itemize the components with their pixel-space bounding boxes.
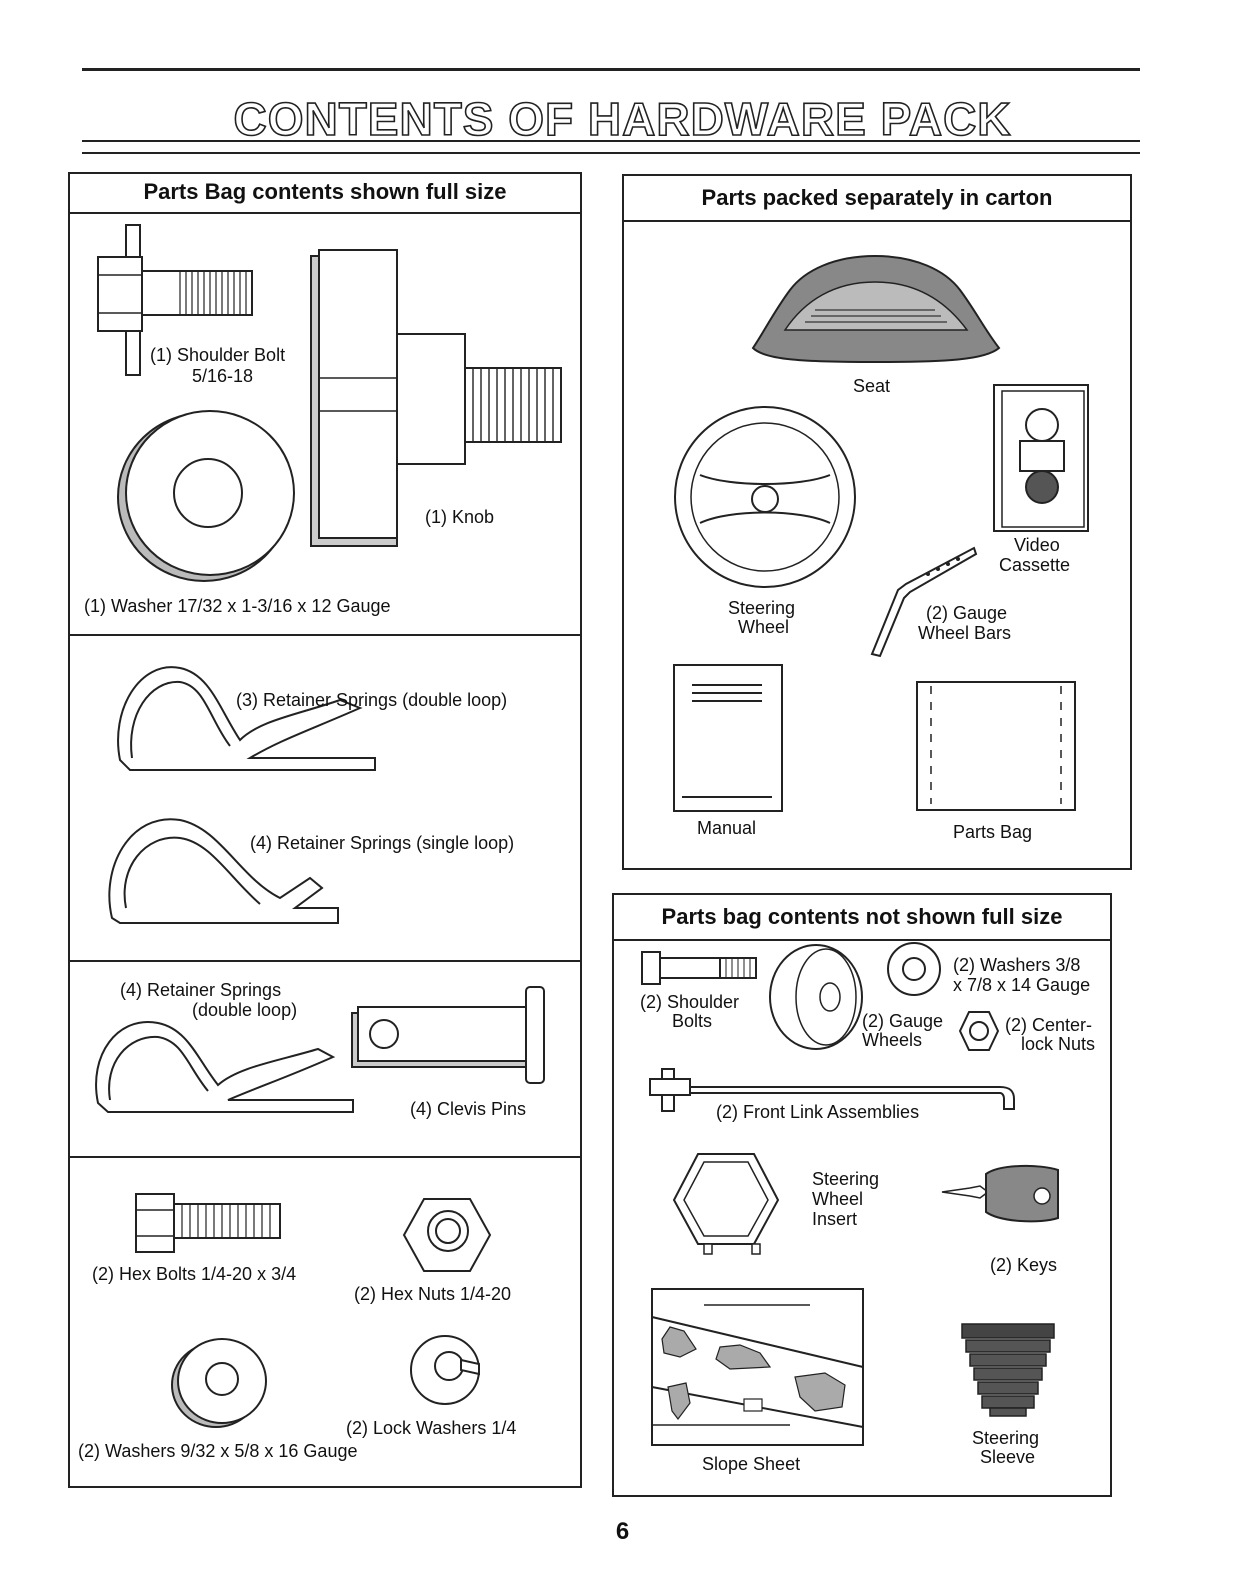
title-bottom-rule-2 <box>82 152 1140 154</box>
section-divider <box>70 1156 580 1158</box>
steering-wheel-drawing <box>674 406 856 588</box>
shoulder-bolts-label: (2) Shoulder <box>640 992 740 1012</box>
centerlock-nut-drawing <box>958 1011 1000 1051</box>
sleeve-sublabel: Sleeve <box>980 1447 1036 1467</box>
slope-sheet-drawing <box>651 1288 864 1446</box>
shoulder-bolts-sublabel: Bolts <box>672 1011 713 1031</box>
hex-bolts-label: (2) Hex Bolts 1/4-20 x 3/4 <box>92 1264 297 1284</box>
seat-drawing <box>751 254 1001 364</box>
page-title: CONTENTS OF HARDWARE PACK <box>233 92 1012 146</box>
panel-header: Parts packed separately in carton <box>624 176 1130 222</box>
retainer-springs-single-4-label: (4) Retainer Springs (single loop) <box>250 833 515 853</box>
front-link-label: (2) Front Link Assemblies <box>716 1102 920 1122</box>
retainer-spring-single-drawing <box>108 818 339 924</box>
retainer-springs-double-4-label: (4) Retainer Springs <box>120 980 282 1000</box>
slope-sheet-label: Slope Sheet <box>702 1454 801 1474</box>
parts-bag-drawing <box>916 681 1076 811</box>
shoulder-bolt-drawing <box>97 224 253 376</box>
clevis-pins-label: (4) Clevis Pins <box>410 1099 527 1119</box>
video-label: Video <box>1014 535 1060 555</box>
lock-washers-label: (2) Lock Washers 1/4 <box>346 1418 517 1438</box>
insert-label-3: Insert <box>812 1209 858 1229</box>
parts-in-carton-panel: Parts packed separately in carton <box>622 174 1132 870</box>
key-drawing <box>941 1164 1059 1223</box>
lock-washer-drawing <box>410 1335 480 1405</box>
parts-not-full-size-panel: Parts bag contents not shown full size <box>612 893 1112 1497</box>
manual-label: Manual <box>697 818 757 838</box>
panel-header: Parts Bag contents shown full size <box>70 174 580 214</box>
washer-large-drawing <box>117 410 295 582</box>
manual-drawing <box>673 664 783 812</box>
title-top-rule <box>82 68 1140 71</box>
seat-label: Seat <box>853 376 891 396</box>
knob-drawing <box>310 249 562 547</box>
steering-sleeve-drawing <box>961 1323 1055 1417</box>
sleeve-label: Steering <box>972 1428 1040 1448</box>
video-cassette-drawing <box>993 384 1089 532</box>
clevis-pin-drawing <box>351 986 545 1084</box>
front-link-drawing <box>649 1068 1015 1112</box>
hex-nuts-label: (2) Hex Nuts 1/4-20 <box>354 1284 512 1304</box>
centerlock-nuts-label: (2) Center- <box>1005 1015 1093 1035</box>
washer-large-label: (1) Washer 17/32 x 1-3/16 x 12 Gauge <box>84 596 391 616</box>
knob-label: (1) Knob <box>425 507 495 527</box>
gauge-wheels-label: (2) Gauge <box>862 1011 944 1031</box>
gauge-wheel-bar-drawing <box>870 546 978 658</box>
washer-small-drawing <box>171 1338 267 1428</box>
gauge-wheels-sublabel: Wheels <box>862 1030 923 1050</box>
shoulder-bolt-small-drawing <box>641 951 757 985</box>
washers-38-label: (2) Washers 3/8 <box>953 955 1081 975</box>
retainer-springs-double-4-sublabel: (double loop) <box>192 1000 298 1020</box>
parts-bag-full-size-panel: Parts Bag contents shown full size <box>68 172 582 1488</box>
steering-wheel-label: Wheel <box>738 617 790 637</box>
washers-38-sublabel: x 7/8 x 14 Gauge <box>953 975 1091 995</box>
cassette-label: Cassette <box>999 555 1071 575</box>
washers-small-label: (2) Washers 9/32 x 5/8 x 16 Gauge <box>78 1441 358 1461</box>
section-divider <box>70 634 580 636</box>
section-divider <box>70 960 580 962</box>
washer-38-drawing <box>887 942 941 996</box>
retainer-springs-double-3-label: (3) Retainer Springs (double loop) <box>236 690 508 710</box>
centerlock-nuts-sublabel: lock Nuts <box>1021 1034 1096 1054</box>
parts-bag-label: Parts Bag <box>953 822 1033 842</box>
steering-wheel-insert-drawing <box>672 1153 780 1255</box>
hex-bolt-drawing <box>135 1193 281 1253</box>
insert-label-1: Steering <box>812 1169 880 1189</box>
insert-label-2: Wheel <box>812 1189 864 1209</box>
steering-label: Steering <box>728 598 796 618</box>
hex-nut-drawing <box>402 1198 492 1272</box>
page-number: 6 <box>615 1518 630 1545</box>
title-bottom-rule <box>82 140 1140 142</box>
shoulder-bolt-size-label: 5/16-18 <box>192 366 254 386</box>
panel-header: Parts bag contents not shown full size <box>614 895 1110 941</box>
retainer-spring-double-drawing <box>117 666 376 771</box>
shoulder-bolt-label: (1) Shoulder Bolt <box>150 345 286 365</box>
gauge-bars-sublabel: Wheel Bars <box>918 623 1012 643</box>
retainer-spring-double-4-drawing <box>95 1020 354 1113</box>
gauge-bars-label: (2) Gauge <box>926 603 1008 623</box>
gauge-wheel-drawing <box>769 944 863 1050</box>
keys-label: (2) Keys <box>990 1255 1058 1275</box>
